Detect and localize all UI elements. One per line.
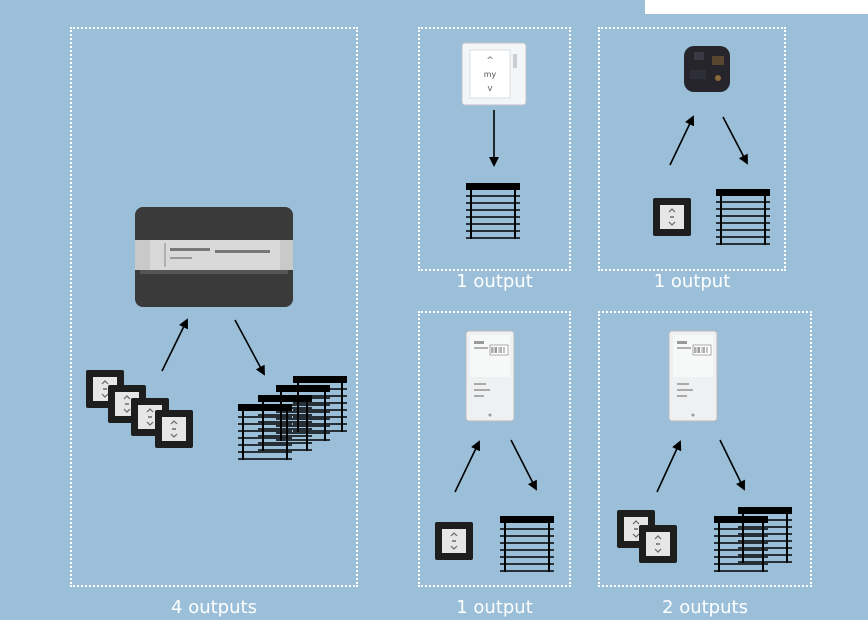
surface-motor-controller <box>668 330 718 422</box>
wall-switch-group <box>85 369 194 449</box>
label-remote-1-output: 1 output <box>456 271 533 292</box>
frame-remote-1-output <box>418 27 571 271</box>
blind-group <box>237 375 348 461</box>
wall-switch <box>652 197 692 237</box>
din-rail-controller <box>135 207 293 307</box>
label-controller-1-output: 1 output <box>456 597 533 618</box>
wall-switch <box>434 521 474 561</box>
label-4-outputs: 4 outputs <box>171 597 257 618</box>
corner-notch <box>645 0 868 14</box>
blind <box>465 182 521 240</box>
svg-text:v: v <box>487 84 493 94</box>
arrow-controller-to-blinds <box>719 439 745 491</box>
arrow-controller-to-blind <box>510 439 537 491</box>
arrow-switch-to-controller <box>454 440 481 493</box>
svg-text:my: my <box>484 70 497 79</box>
frame-controller-2-outputs <box>598 311 812 587</box>
surface-motor-controller <box>465 330 515 422</box>
label-controller-2-outputs: 2 outputs <box>662 597 748 618</box>
blind <box>715 188 771 246</box>
flush-mounted-receiver <box>684 46 730 92</box>
arrow-inputs-to-controller <box>161 318 188 372</box>
blind <box>499 515 555 573</box>
arrow-receiver-to-blind <box>722 116 748 165</box>
blind-group <box>713 506 793 573</box>
arrow-switch-to-receiver <box>669 115 695 166</box>
wireless-wall-remote: ^ my v <box>461 42 527 106</box>
frame-receiver-1-output <box>598 27 786 271</box>
frame-4-outputs <box>70 27 358 587</box>
arrow-switches-to-controller <box>656 440 682 493</box>
frame-controller-1-output <box>418 311 571 587</box>
arrow-controller-to-blinds <box>234 319 265 376</box>
svg-text:^: ^ <box>486 56 494 66</box>
wall-switch-group <box>616 509 678 564</box>
label-receiver-1-output: 1 output <box>653 271 731 292</box>
